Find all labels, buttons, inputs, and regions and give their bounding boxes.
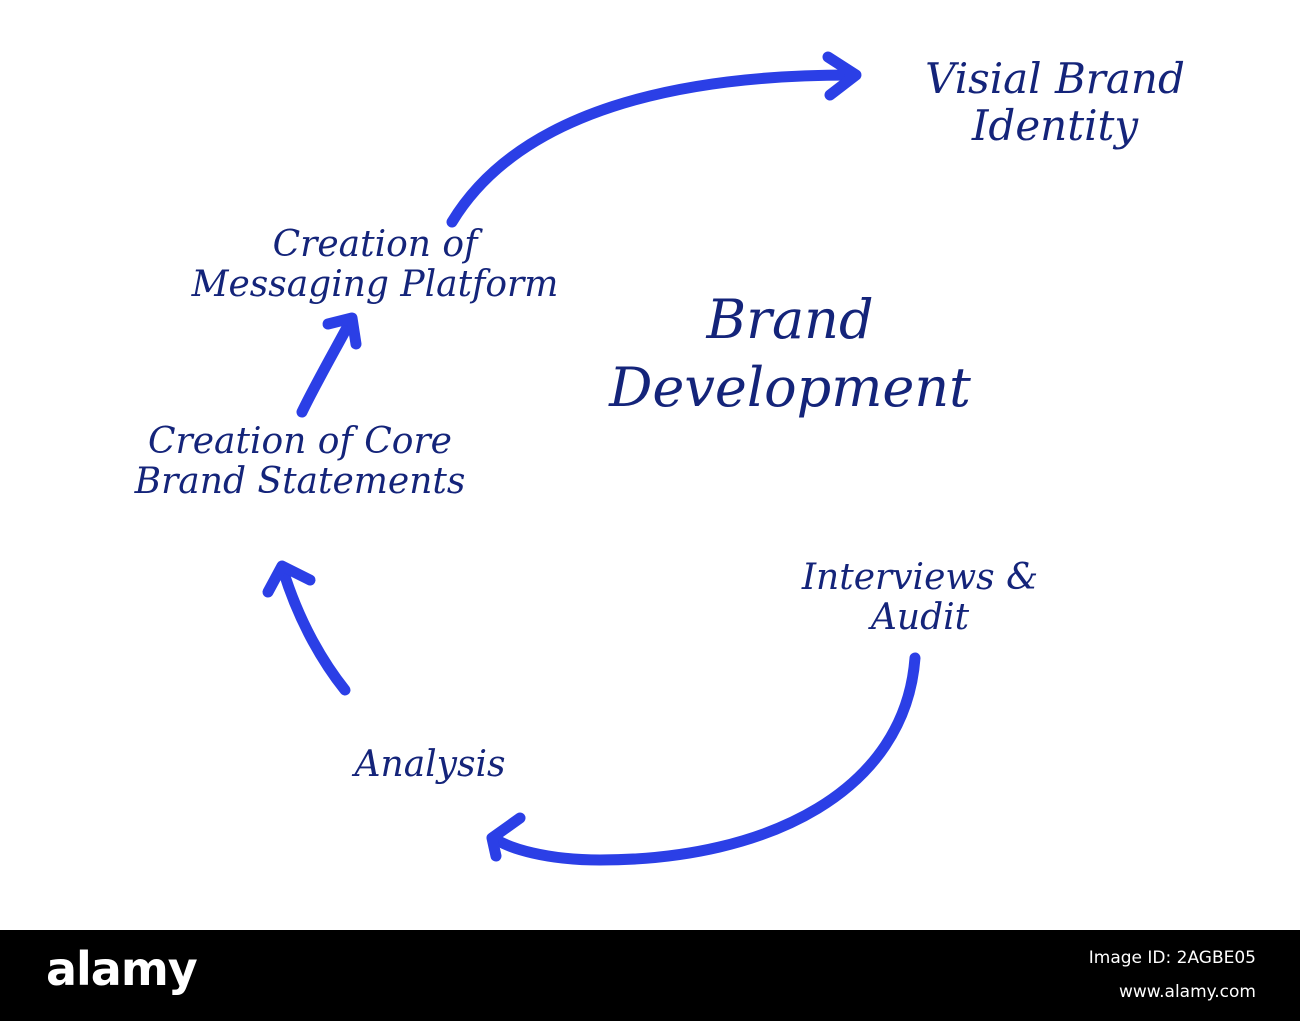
arrowhead-messaging bbox=[322, 312, 362, 350]
step-messaging-platform: Creation of Messaging Platform bbox=[191, 224, 559, 306]
step-interviews-audit: Interviews & Audit bbox=[801, 557, 1039, 639]
arrow-messaging-to-visual bbox=[446, 69, 856, 228]
arrowhead-analysis bbox=[486, 812, 526, 862]
site-url: www.alamy.com bbox=[1118, 982, 1256, 1002]
alamy-logo: alamy bbox=[46, 942, 198, 996]
title-line-2: Development bbox=[609, 355, 971, 419]
image-id-text: Image ID: 2AGBE05 bbox=[1088, 948, 1256, 968]
step-visual-brand-identity: Visial Brand Identity bbox=[925, 54, 1185, 151]
arrow-analysis-to-core bbox=[277, 564, 351, 696]
step-analysis: Analysis bbox=[354, 744, 506, 785]
cycle-arrows bbox=[262, 51, 921, 866]
watermark-footer: alamy Image ID: 2AGBE05 www.alamy.com bbox=[0, 930, 1300, 1021]
step-core-brand-statements: Creation of Core Brand Statements bbox=[134, 421, 466, 503]
arrowhead-core bbox=[262, 560, 316, 598]
arrowhead-visual bbox=[822, 51, 862, 101]
diagram-title: Brand Development bbox=[545, 286, 1035, 421]
arrow-core-to-messaging bbox=[296, 316, 356, 418]
title-line-1: Brand bbox=[706, 288, 874, 351]
diagram-canvas: Brand Development Interviews & Audit Ana… bbox=[134, 51, 1185, 866]
arrow-interviews-to-analysis bbox=[491, 652, 921, 866]
